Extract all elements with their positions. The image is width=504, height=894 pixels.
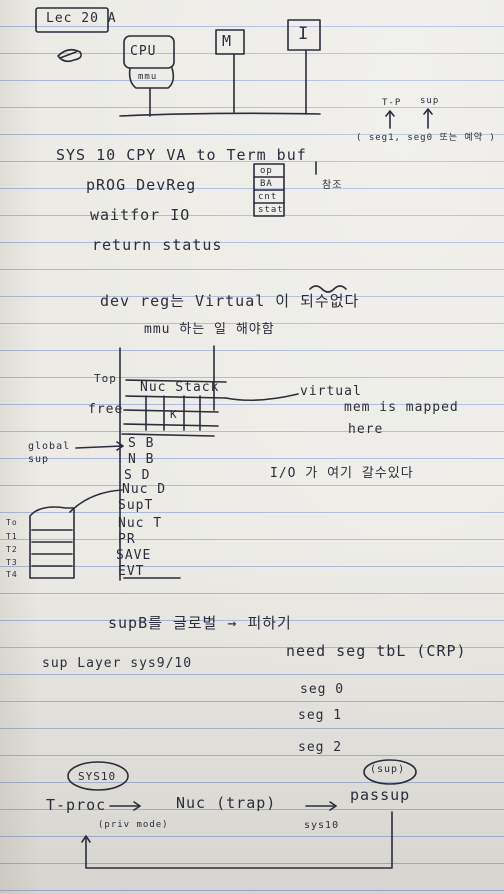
- return-arrowhead: [81, 835, 91, 843]
- row-sb: S B: [128, 436, 155, 451]
- sys10-line: SYS 10 CPY VA to Term buf: [56, 146, 307, 164]
- frame-line-nuc-top: [125, 379, 227, 383]
- t-label-0: To: [6, 518, 18, 527]
- cpu-label: CPU: [130, 44, 157, 59]
- seg2-label: seg 2: [298, 740, 343, 755]
- flow-arrowhead-1: [133, 801, 141, 811]
- row-sd: S D: [124, 468, 151, 483]
- t-label-4: T4: [6, 570, 18, 579]
- sup-layer-line: sup Layer sys9/10: [42, 656, 193, 671]
- devreg-op: op: [260, 166, 273, 176]
- frame-line-free2: [123, 423, 219, 427]
- system-bus: [119, 112, 321, 117]
- mmu-label: mmu: [138, 72, 158, 82]
- sys10-circle: [67, 761, 129, 791]
- global-arrowhead: [116, 441, 124, 451]
- t-stack: [29, 506, 75, 579]
- mmu-shape: [128, 67, 175, 89]
- sup-arrowhead: [423, 108, 433, 115]
- doodle: [57, 48, 82, 63]
- t-label-2: T2: [6, 545, 18, 554]
- row-supt: SupT: [118, 498, 154, 513]
- tp-arrowhead: [385, 110, 395, 117]
- seg-label: ( seg1, seg0 또는 예약 ): [356, 133, 496, 143]
- need-seg-line: need seg tbL (CRP): [286, 642, 467, 660]
- top-label: Top: [94, 372, 117, 385]
- flow-passup: passup: [350, 786, 411, 804]
- here-note: here: [348, 422, 384, 437]
- flow-sup-small: (sup): [370, 764, 406, 775]
- i-label: I: [298, 24, 310, 44]
- mem-mapped-note: mem is mapped: [344, 400, 459, 415]
- io-note: I/O 가 여기 갈수있다: [270, 466, 414, 481]
- devreg-ba: BA: [260, 179, 273, 189]
- devreg-stat: stat: [258, 205, 284, 215]
- t-label-3: T3: [6, 558, 18, 567]
- row-nuct: Nuc T: [118, 516, 163, 531]
- m-box: [215, 29, 245, 55]
- global-sup-label: global sup: [28, 441, 71, 465]
- virtual-connector: [225, 393, 299, 402]
- t-connector: [69, 489, 123, 513]
- row-save: SAVE: [116, 548, 152, 563]
- row-nucd: Nuc D: [122, 482, 167, 497]
- flow-priv-mode: (priv mode): [98, 820, 169, 830]
- t-label-1: T1: [6, 532, 18, 541]
- frame-line-nuc: [125, 395, 227, 399]
- seg0-label: seg 0: [300, 682, 345, 697]
- flow-nuc-trap: Nuc (trap): [176, 794, 277, 812]
- flow-sys10-circle-label: SYS10: [78, 770, 117, 783]
- virtual-note: virtual: [300, 384, 362, 399]
- prog-devreg: pROG DevReg: [86, 176, 197, 194]
- waitfor-line: waitfor IO: [90, 206, 191, 224]
- tp-label: T-P: [382, 98, 402, 108]
- row-pr: PR: [118, 532, 136, 547]
- supb-note: supB를 글로벌 → 피하기: [108, 614, 292, 632]
- row-nb: N B: [128, 452, 155, 467]
- global-arrow: [75, 445, 123, 449]
- devreg-virtual-note: dev reg는 Virtual 이 되수없다: [100, 292, 360, 310]
- flow-sys10-small: sys10: [304, 820, 340, 831]
- flow-tproc: T-proc: [46, 796, 107, 814]
- sup-circle: [363, 759, 417, 785]
- k-label: K: [170, 408, 178, 421]
- return-loop: [85, 811, 393, 869]
- frame-line-sb: [121, 433, 215, 437]
- sup-label: sup: [420, 96, 440, 106]
- m-label: M: [222, 32, 233, 50]
- frame-line-free: [123, 409, 219, 413]
- header-label: Lec 20 A: [46, 11, 117, 26]
- flow-arrowhead-2: [329, 801, 337, 811]
- side-note: 참조: [322, 180, 343, 191]
- free-label: free: [88, 402, 124, 417]
- row-evt: EVT: [118, 564, 145, 579]
- nuc-stack-label: Nuc Stack: [140, 380, 220, 395]
- cpu-box: [123, 35, 175, 69]
- seg1-label: seg 1: [298, 708, 343, 723]
- mmu-note: mmu 하는 일 해야함: [144, 322, 275, 337]
- scribble: [309, 285, 347, 293]
- header-box: [35, 7, 109, 33]
- doodle-mark: [59, 51, 77, 59]
- return-status: return status: [92, 236, 223, 254]
- devreg-cnt: cnt: [258, 192, 278, 202]
- i-box: [287, 19, 321, 51]
